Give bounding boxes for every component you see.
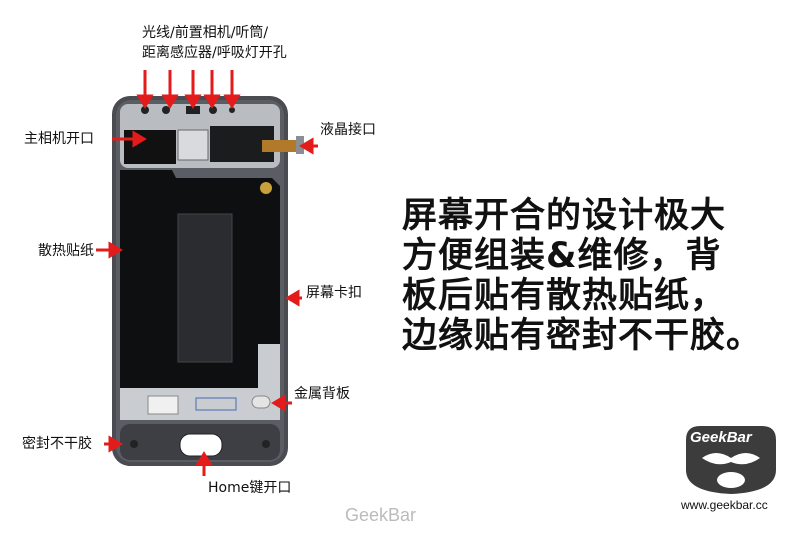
description-text: 屏幕开合的设计极大 方便组装&维修，背 板后贴有散热贴纸， 边缘贴有密封不干胶。: [402, 196, 762, 356]
description-line-4: 边缘贴有密封不干胶。: [402, 316, 763, 356]
sealant-label: 密封不干胶: [22, 436, 92, 452]
website-text: www.geekbar.cc: [681, 498, 768, 512]
description-line-2: 方便组装&维修，背: [402, 236, 722, 276]
home-key-opening: [179, 433, 223, 457]
heat-sticker-label: 散热贴纸: [38, 243, 94, 259]
watermark-text: GeekBar: [345, 505, 417, 525]
main-camera-opening: [124, 130, 176, 164]
top-label-line2: 距离感应器/呼吸灯开孔: [142, 45, 287, 61]
metal-backplate-label: 金属背板: [294, 386, 350, 402]
description-line-1: 屏幕开合的设计极大: [402, 196, 727, 236]
main-camera-label: 主相机开口: [24, 131, 94, 147]
logo-text: GeekBar: [690, 429, 752, 446]
screen-clip-label: 屏幕卡扣: [306, 285, 362, 301]
right-arrows: [271, 137, 318, 412]
left-arrows: [96, 130, 147, 453]
home-arrow: [195, 451, 213, 476]
lcd-connector-label: 液晶接口: [320, 122, 376, 138]
description-line-3: 板后贴有散热贴纸，: [402, 276, 727, 316]
geekbar-logo: [686, 426, 776, 494]
top-label-line1: 光线/前置相机/听筒/: [142, 25, 269, 41]
home-key-label: Home键开口: [208, 480, 292, 496]
top-arrows: [136, 70, 241, 109]
